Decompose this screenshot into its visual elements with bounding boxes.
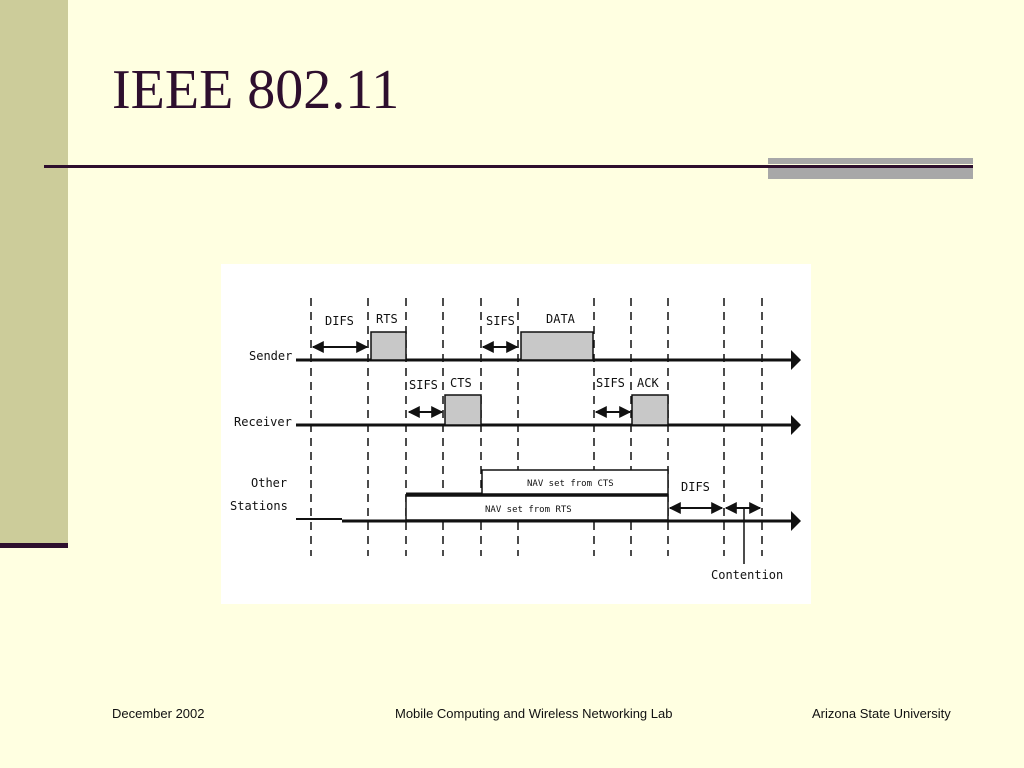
label-sifs-sender: SIFS [486, 314, 515, 328]
rts-frame [370, 331, 407, 361]
slide-title: IEEE 802.11 [112, 59, 400, 121]
footer-date: December 2002 [112, 706, 205, 721]
rts-cts-timing-diagram: Sender Receiver Other Stations DIFS RTS … [221, 264, 811, 604]
label-sifs-receiver-1: SIFS [409, 378, 438, 392]
label-difs-other: DIFS [681, 480, 710, 494]
footer-university: Arizona State University [812, 706, 951, 721]
label-nav-rts: NAV set from RTS [485, 505, 572, 515]
nav-cts-bar [481, 469, 669, 495]
sender-row [296, 331, 801, 370]
label-other-line2: Stations [230, 499, 288, 513]
label-difs-sender: DIFS [325, 314, 354, 328]
receiver-row [296, 394, 801, 435]
footer-lab: Mobile Computing and Wireless Networking… [395, 706, 673, 721]
title-rule-accent [768, 158, 973, 179]
label-ack: ACK [637, 376, 659, 390]
label-data: DATA [546, 312, 576, 326]
label-nav-cts: NAV set from CTS [527, 479, 614, 489]
left-bar-underline [0, 543, 68, 548]
label-sifs-receiver-2: SIFS [596, 376, 625, 390]
left-sidebar-bar [0, 0, 68, 545]
label-other-line1: Other [251, 476, 287, 490]
cts-frame [444, 394, 482, 426]
label-cts: CTS [450, 376, 472, 390]
nav-rts-bar [405, 495, 669, 521]
other-stations-row [296, 469, 801, 564]
label-receiver: Receiver [234, 415, 292, 429]
ack-frame [631, 394, 669, 426]
label-sender: Sender [249, 349, 292, 363]
label-contention: Contention [711, 568, 783, 582]
title-rule [44, 165, 973, 168]
label-rts: RTS [376, 312, 398, 326]
data-frame [520, 331, 594, 361]
timing-diagram-svg: Sender Receiver Other Stations DIFS RTS … [230, 298, 801, 582]
